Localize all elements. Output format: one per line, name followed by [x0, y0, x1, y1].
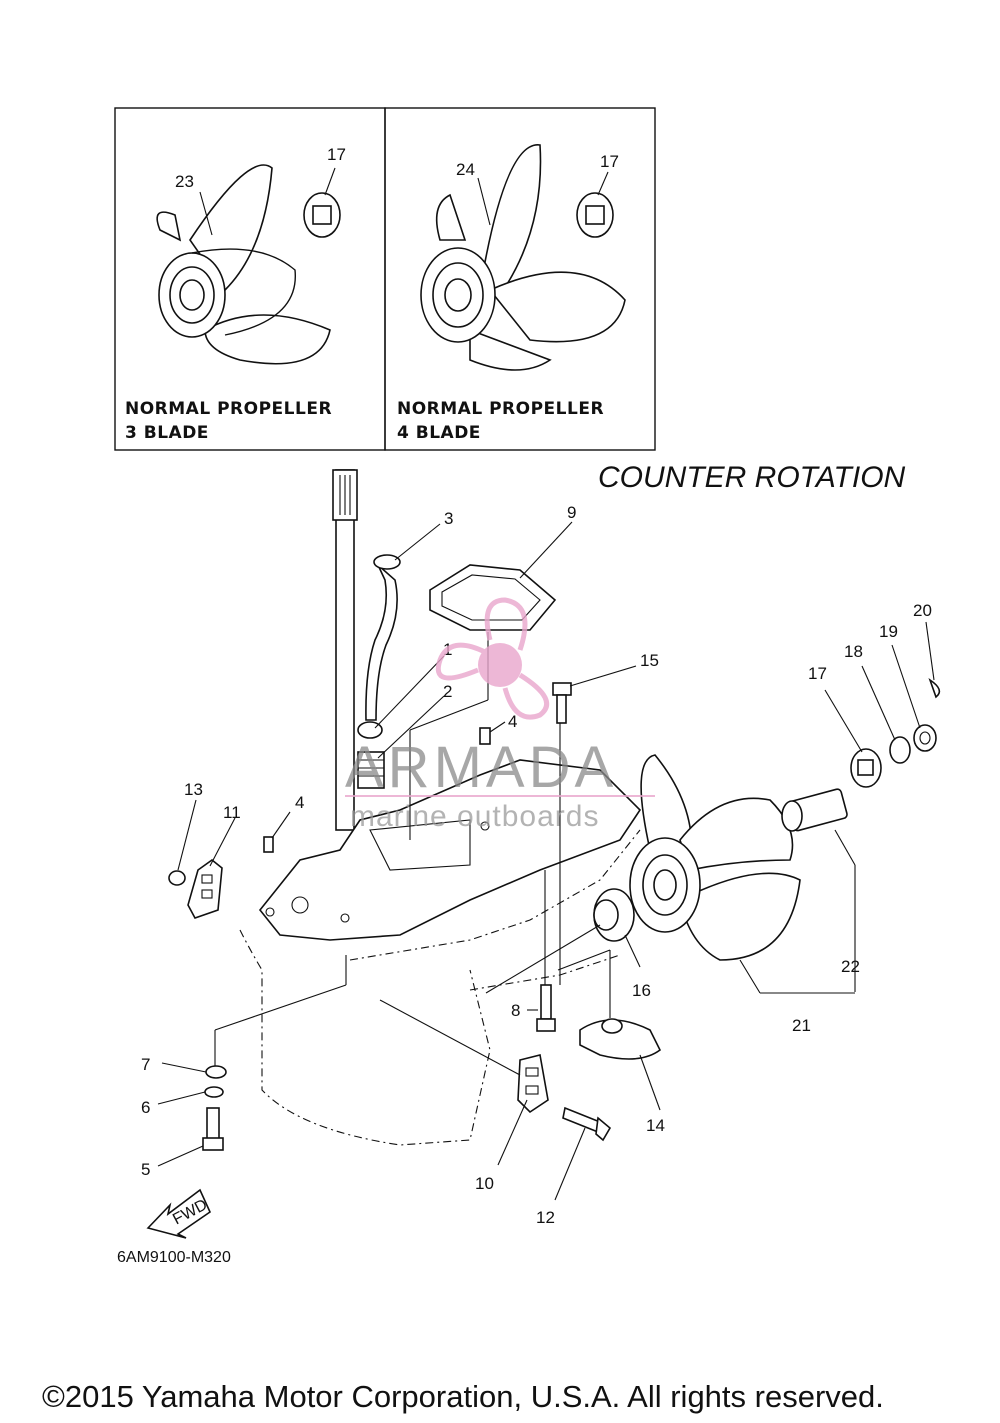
- lower-casing: [239, 759, 642, 1146]
- bolt-icon: [536, 984, 556, 1032]
- callout-18[interactable]: 18: [844, 642, 863, 661]
- screw-icon: [562, 1106, 612, 1142]
- armada-logo-icon: [435, 597, 550, 720]
- diagram-title: COUNTER ROTATION: [598, 461, 906, 494]
- inset-4-blade-line1: NORMAL PROPELLER: [397, 399, 604, 419]
- propeller-main-icon: [629, 754, 801, 961]
- callout-20[interactable]: 20: [913, 601, 932, 620]
- bolt-icon: [202, 1107, 224, 1151]
- thrust-washer-icon: [593, 888, 635, 942]
- callout-4a[interactable]: 4: [508, 712, 517, 731]
- copyright: ©2015 Yamaha Motor Corporation, U.S.A. A…: [42, 1379, 884, 1414]
- washer-icon: [889, 736, 911, 764]
- cotter-pin-icon: [928, 678, 941, 699]
- inset-3-blade-line2: 3 BLADE: [125, 423, 209, 443]
- callout-17-inset-3[interactable]: 17: [327, 145, 346, 164]
- nut-icon: [168, 870, 186, 886]
- propeller-3-blade-icon: [156, 164, 331, 365]
- diagram-code: 6AM9100-M320: [117, 1249, 231, 1266]
- callout-23[interactable]: 23: [175, 172, 194, 191]
- callout-17[interactable]: 17: [808, 664, 827, 683]
- inset-box-3-blade: 23 17 NORMAL PROPELLER 3 BLADE: [114, 107, 386, 451]
- callout-13[interactable]: 13: [184, 780, 203, 799]
- spline-washer-icon: [576, 192, 614, 238]
- grommet-icon: [357, 721, 383, 739]
- trim-tab-icon: [579, 1018, 662, 1060]
- inset-3-blade-line1: NORMAL PROPELLER: [125, 399, 332, 419]
- callout-15[interactable]: 15: [640, 651, 659, 670]
- watermark-brand: ARMADA: [345, 735, 617, 800]
- callout-8[interactable]: 8: [511, 1001, 520, 1020]
- leader-lines: [157, 521, 935, 1201]
- callout-24[interactable]: 24: [456, 160, 475, 179]
- callout-4b[interactable]: 4: [295, 793, 304, 812]
- dowel-pin-icon: [479, 727, 491, 745]
- callout-19[interactable]: 19: [879, 622, 898, 641]
- callout-3[interactable]: 3: [444, 509, 453, 528]
- inset-box-4-blade: 24 17 NORMAL PROPELLER 4 BLADE: [384, 107, 656, 451]
- callout-9[interactable]: 9: [567, 503, 576, 522]
- fwd-arrow-icon: FWD: [146, 1188, 212, 1239]
- bolt-icon: [552, 682, 572, 724]
- washer-icon: [205, 1065, 227, 1079]
- callout-22[interactable]: 22: [841, 957, 860, 976]
- callout-5[interactable]: 5: [141, 1160, 150, 1179]
- callout-6[interactable]: 6: [141, 1098, 150, 1117]
- callout-16[interactable]: 16: [632, 981, 651, 1000]
- callout-7[interactable]: 7: [141, 1055, 150, 1074]
- callout-11[interactable]: 11: [223, 803, 241, 822]
- callout-10[interactable]: 10: [475, 1174, 494, 1193]
- spline-washer-icon: [303, 192, 341, 238]
- callout-21[interactable]: 21: [792, 1016, 811, 1035]
- callout-14[interactable]: 14: [646, 1116, 665, 1135]
- water-tube: [365, 554, 401, 721]
- callout-2[interactable]: 2: [443, 682, 452, 701]
- callouts: 3 9 1 2 4 4 15 13 11 8 16 14 10 12 7 6 5…: [141, 503, 932, 1227]
- drive-shaft: [332, 469, 358, 831]
- anode-icon: [187, 858, 223, 919]
- callout-12[interactable]: 12: [536, 1208, 555, 1227]
- seal-spring-icon: [357, 751, 385, 789]
- callout-17-inset-4[interactable]: 17: [600, 152, 619, 171]
- spacer-bushing-icon: [781, 788, 848, 832]
- propeller-nut-icon: [913, 724, 937, 752]
- propeller-4-blade-icon: [420, 144, 626, 371]
- spring-washer-icon: [204, 1086, 224, 1098]
- watermark: ARMADA marine outboards: [345, 597, 655, 833]
- dowel-pin-icon: [263, 836, 274, 853]
- inset-4-blade-line2: 4 BLADE: [397, 423, 481, 443]
- spline-washer-icon: [850, 748, 882, 788]
- gasket-icon: [429, 564, 557, 631]
- watermark-tagline: marine outboards: [350, 800, 599, 833]
- anode-icon: [517, 1054, 549, 1114]
